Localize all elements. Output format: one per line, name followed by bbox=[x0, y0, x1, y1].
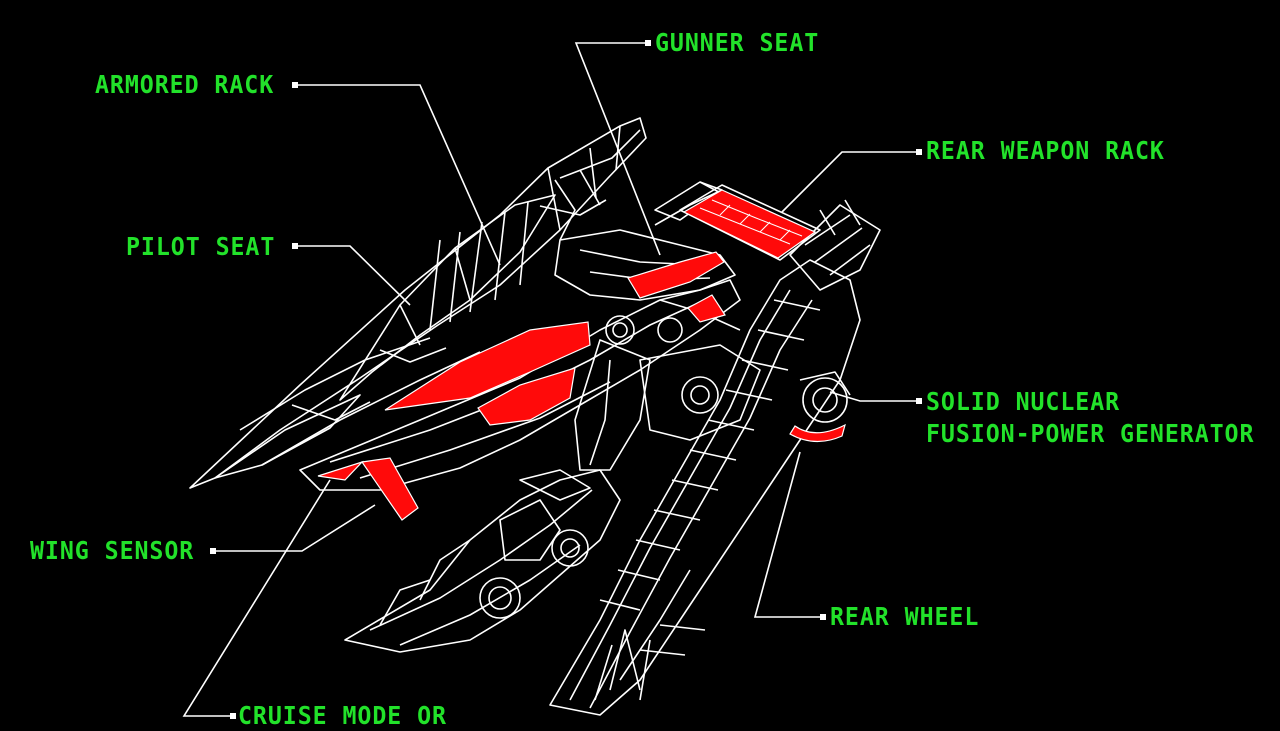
callout-wing-sensor: WING SENSOR bbox=[30, 536, 195, 565]
leader-rear-weapon-rack bbox=[781, 151, 918, 213]
generator-highlight bbox=[789, 423, 846, 443]
leader-solid-nuclear bbox=[829, 391, 918, 402]
callout-rear-weapon-rack: REAR WEAPON RACK bbox=[926, 136, 1165, 165]
tread-assembly bbox=[549, 199, 881, 716]
callout-fusion-generator-line2: FUSION-POWER GENERATOR bbox=[926, 419, 1255, 448]
leader-cruise-mode bbox=[182, 479, 331, 717]
leader-lines bbox=[182, 42, 918, 717]
callout-fusion-generator-line1: SOLID NUCLEAR bbox=[926, 387, 1121, 416]
leader-pilot-seat bbox=[296, 245, 411, 306]
wing-sensor-highlight bbox=[360, 457, 419, 521]
callout-gunner-seat: GUNNER SEAT bbox=[655, 28, 820, 57]
callout-fusion-generator: SOLID NUCLEAR FUSION-POWER GENERATOR bbox=[926, 386, 1254, 450]
leader-gunner-seat bbox=[574, 42, 661, 256]
leader-armored-rack bbox=[296, 84, 501, 266]
callout-armored-rack: ARMORED RACK bbox=[95, 70, 275, 99]
wing-tip-highlight bbox=[317, 460, 365, 481]
leader-rear-wheel bbox=[753, 451, 822, 618]
pilot-canopy-highlight bbox=[384, 321, 591, 411]
body-panel-highlight bbox=[477, 367, 576, 426]
left-wing bbox=[189, 117, 647, 489]
lower-nose bbox=[344, 469, 621, 653]
gunner-canopy-highlight bbox=[627, 251, 725, 299]
ship-wireframe bbox=[189, 117, 881, 716]
callout-pilot-seat: PILOT SEAT bbox=[126, 232, 276, 261]
rack-grid bbox=[699, 199, 803, 245]
callout-cruise-mode: CRUISE MODE OR bbox=[238, 701, 447, 730]
leader-wing-sensor bbox=[214, 504, 376, 552]
rear-vent-highlight bbox=[687, 294, 726, 323]
callout-rear-wheel: REAR WHEEL bbox=[830, 602, 980, 631]
leader-dots bbox=[210, 40, 922, 719]
